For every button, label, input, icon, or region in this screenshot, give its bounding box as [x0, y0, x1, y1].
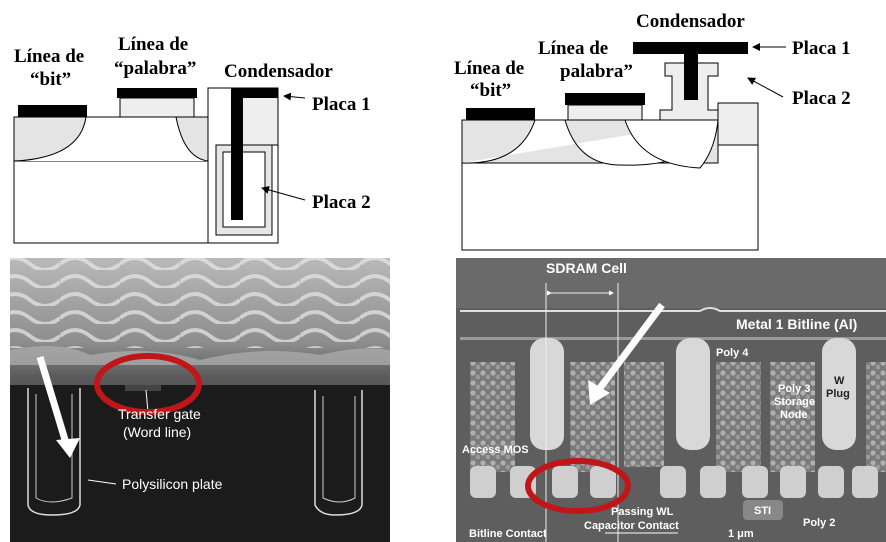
wordline-bar	[117, 88, 197, 98]
gates	[470, 466, 878, 498]
sdram-sem-photo: SDRAM Cell Metal 1 Bitline (Al) Poly 4 W…	[456, 258, 886, 542]
passing-wl-label: Passing WL	[611, 506, 674, 518]
highlight-ellipse	[94, 353, 202, 415]
plate1-label: Placa 1	[792, 38, 851, 59]
access-mos-label: Access MOS	[462, 444, 529, 456]
svg-text:“palabra”: “palabra”	[114, 58, 196, 79]
bitline-bar	[18, 105, 87, 117]
w-plug	[676, 338, 710, 450]
trench-right	[314, 390, 363, 516]
highlight-ellipse	[525, 458, 631, 514]
metal-bitline-label: Metal 1 Bitline (Al)	[736, 316, 857, 332]
plate-1	[231, 88, 278, 98]
scale-label: 1 μm	[728, 528, 754, 540]
svg-text:“bit”: “bit”	[30, 69, 71, 90]
storage-node-label: Poly 3	[778, 383, 810, 395]
capacitor-label: Condensador	[636, 11, 745, 32]
trench-capacitor-diagram: Línea de “bit” Línea de “palabra” Conden…	[13, 34, 371, 244]
plate2-label: Placa 2	[312, 192, 371, 213]
wordline-bar	[565, 93, 645, 105]
svg-text:“bit”: “bit”	[470, 80, 511, 101]
polysilicon-plate-label: Polysilicon plate	[122, 476, 223, 492]
plate-1	[633, 42, 748, 54]
bitline-label: Línea de	[14, 46, 84, 67]
poly4-label: Poly 4	[716, 347, 749, 359]
trench-sem-photo: Transfer gate (Word line) Polysilicon pl…	[10, 258, 390, 542]
trench-left	[27, 388, 81, 516]
sti-label: STI	[754, 505, 771, 517]
capacitor-contact-label: Capacitor Contact	[584, 520, 679, 532]
svg-text:Plug: Plug	[826, 388, 850, 400]
svg-text:Node: Node	[780, 409, 808, 421]
svg-text:palabra”: palabra”	[560, 61, 633, 82]
plate1-label: Placa 1	[312, 94, 371, 115]
sdram-cell-label: SDRAM Cell	[546, 260, 627, 276]
w-plug	[530, 338, 564, 450]
poly2-label: Poly 2	[803, 517, 835, 529]
wordline-label: Línea de	[538, 38, 608, 59]
capacitor-label: Condensador	[224, 61, 333, 82]
bitline-bar	[466, 108, 535, 120]
w-plug	[822, 338, 856, 450]
svg-text:Storage: Storage	[774, 396, 815, 408]
arrow-icon	[56, 438, 80, 458]
svg-text:(Word line): (Word line)	[123, 424, 191, 440]
transfer-gate-label: Transfer gate	[118, 406, 201, 422]
arrow-icon	[588, 380, 610, 405]
w-plug-label: W	[834, 375, 845, 387]
plate2-label: Placa 2	[792, 88, 851, 109]
storage-nodes	[470, 362, 886, 472]
stacked-capacitor-diagram: Línea de “bit” Línea de palabra” Condens…	[454, 11, 851, 251]
bitline-label: Línea de	[454, 58, 524, 79]
bitline-contact-label: Bitline Contact	[469, 528, 547, 540]
wordline-label: Línea de	[118, 34, 188, 55]
